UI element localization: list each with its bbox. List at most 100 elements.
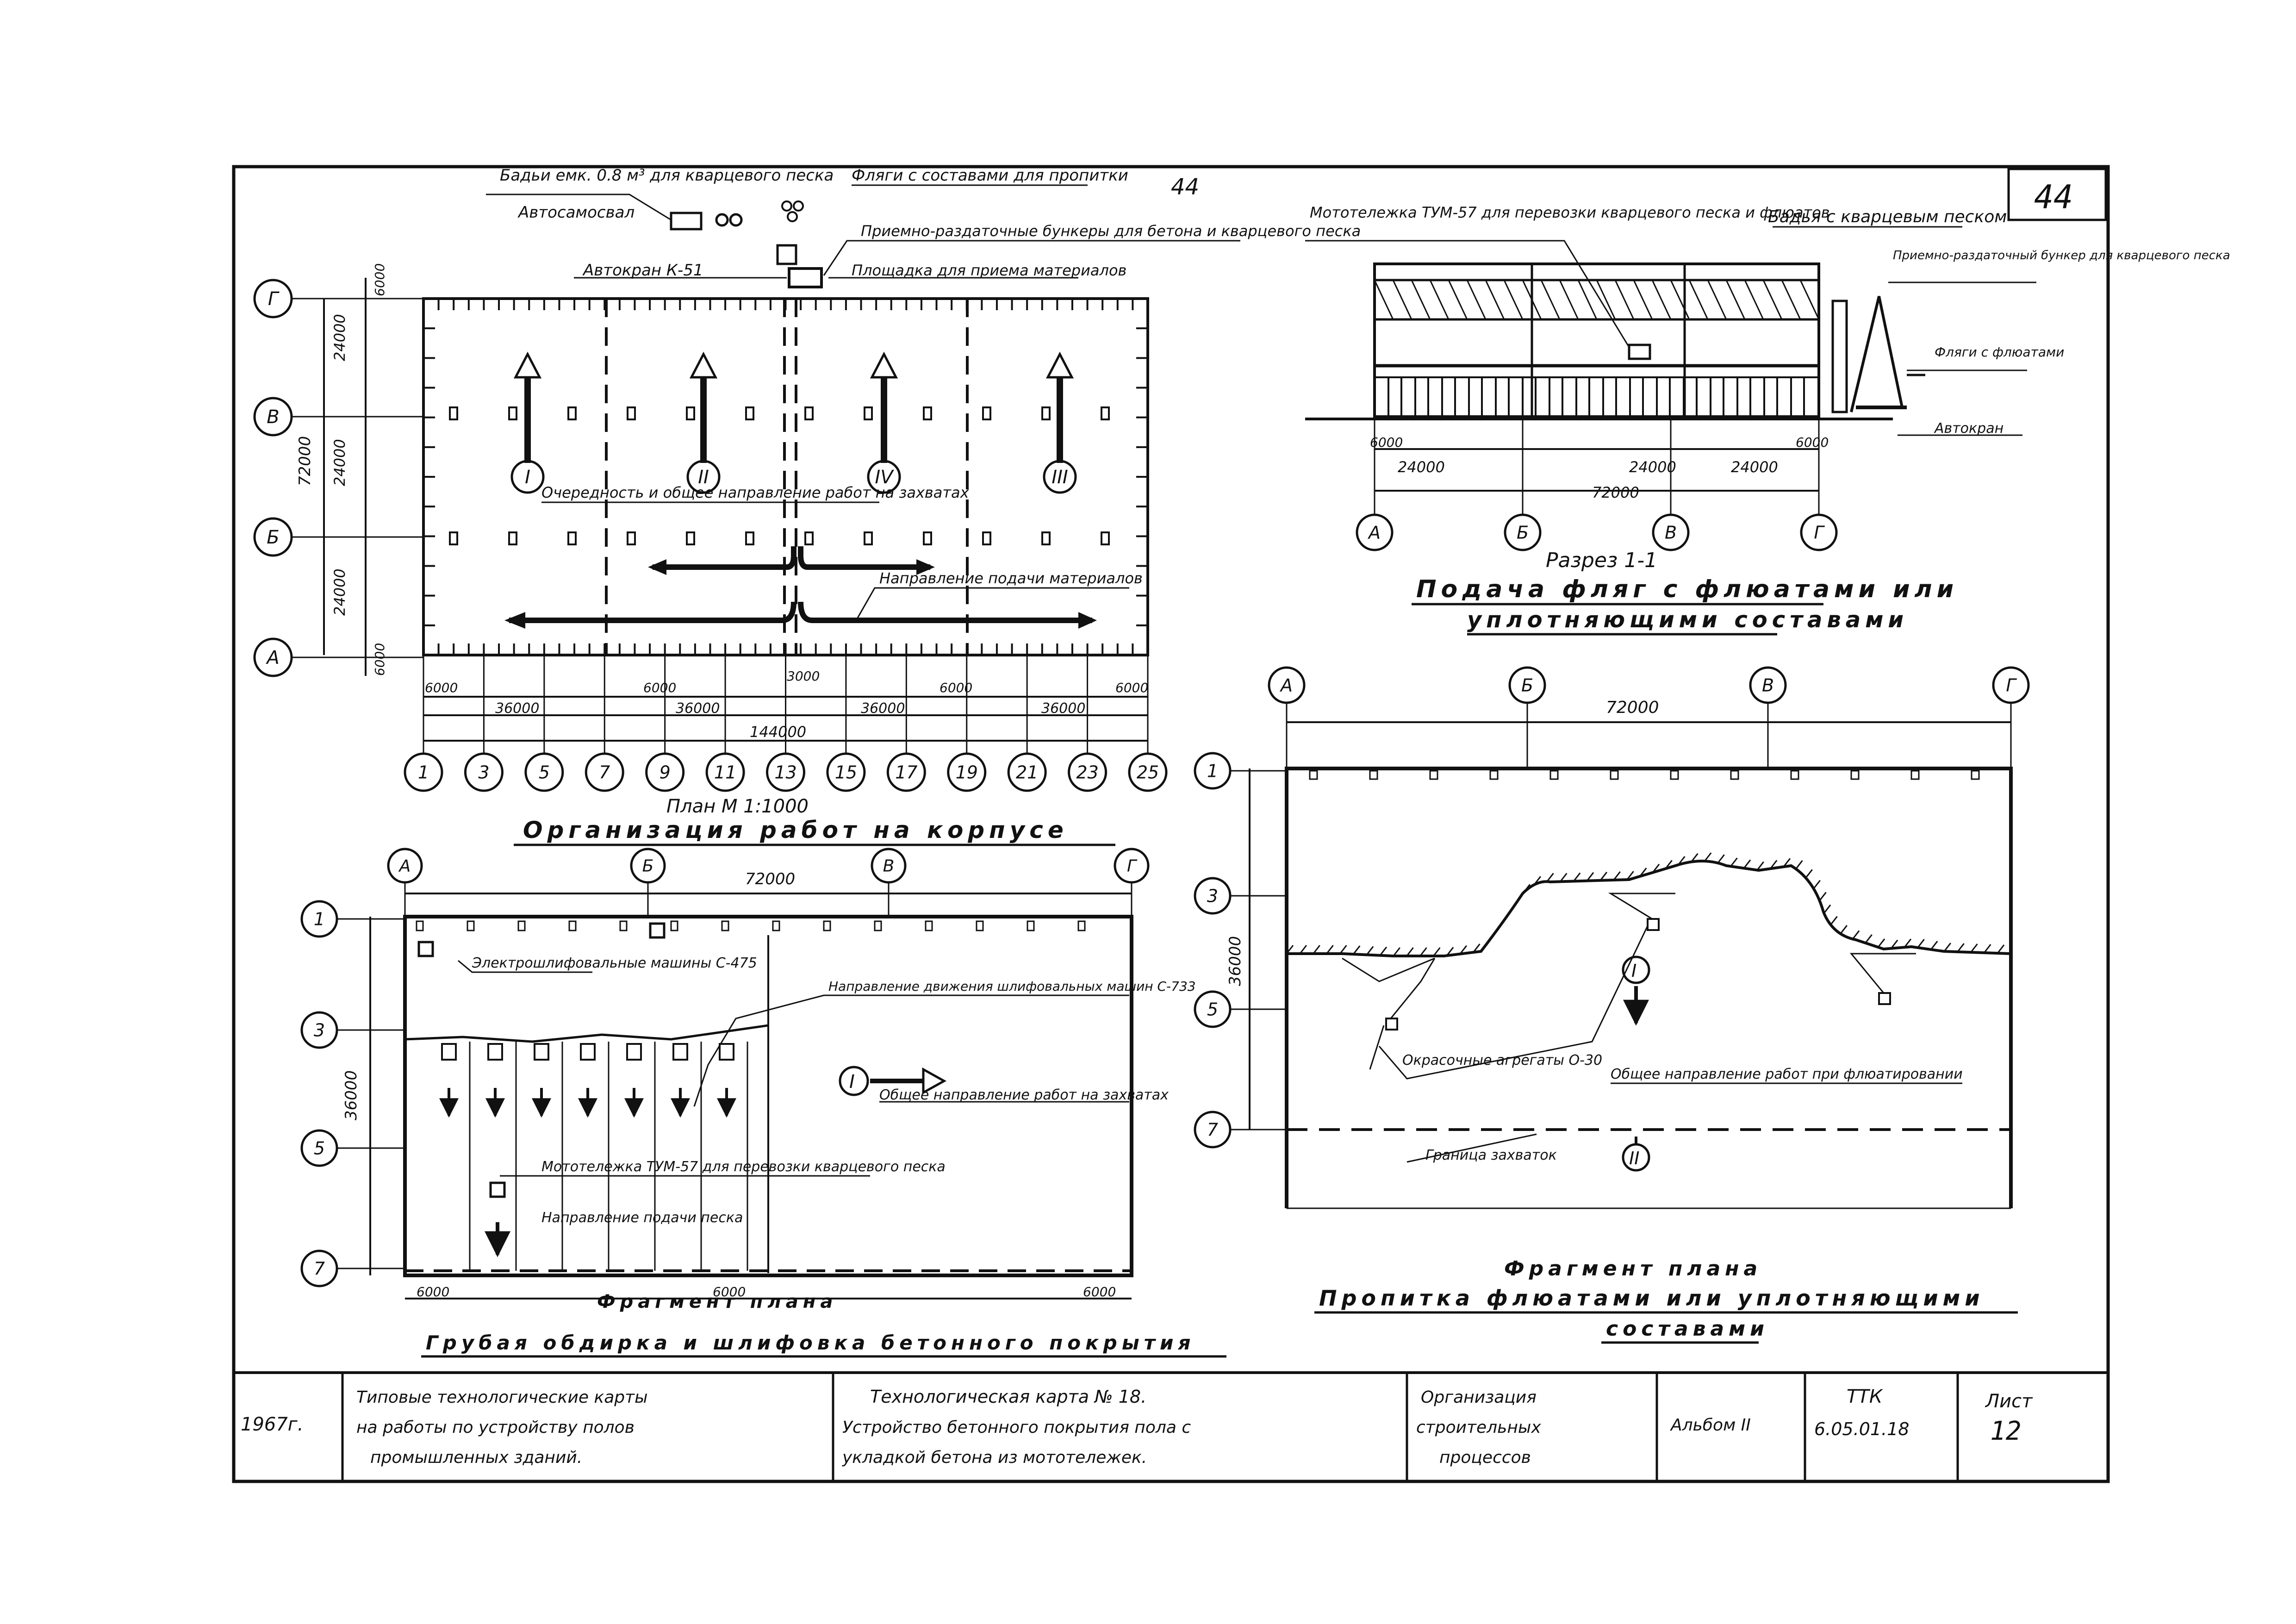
hose-line [1390,958,1436,1019]
plan-dim-bottom: 36000 [495,700,539,717]
column-axis-circle [1007,752,1047,792]
column-axis-label: 7 [599,762,610,782]
grinder-icon [719,1043,734,1061]
fragment-left-view: I Электрошлифовальные машины С-475 Напра… [300,848,1226,1358]
column-axis-circle [404,752,443,792]
zone-label: I [1631,961,1636,981]
plan-label-platform: Площадка для приема материалов [852,262,1126,279]
hatch-mark [1704,852,1712,862]
fragment-right-label-sprayers: Окрасочные агрегаты О-30 [1402,1052,1602,1068]
section-label-trolley: Мототележка ТУМ-57 для перевозки кварцев… [1310,204,1830,221]
column-axis-circle [947,752,987,792]
column-mark [923,531,932,545]
column-mark [864,406,873,420]
section-axis-circle [1504,513,1542,551]
title-block-sheet-number: 12 [1990,1416,2021,1446]
fragment-left-row-axis-circle [300,1129,338,1167]
fragment-left-dim-top: 72000 [745,870,795,888]
flask-icon [793,200,804,212]
leader-line [1378,925,1649,1080]
column-axis-label: 15 [835,762,857,782]
truss-diagonal [1707,280,1727,320]
hatch-mark [1560,873,1568,882]
section-label-bucket: Бадья с кварцевым песком [1768,207,2007,226]
truss-diagonal [1429,280,1450,320]
pier [1388,376,1402,418]
truss-diagonal [1503,280,1524,320]
hatch-mark [1997,944,2005,954]
section-outline [1373,262,1820,418]
zone-marker-label: II [698,467,709,488]
leader-line [855,587,1129,621]
hatch-mark [1366,946,1374,956]
crane-icon [776,244,797,265]
truss-diagonal [1374,280,1394,320]
column-mark [864,531,873,545]
section-axis-circle [1800,513,1838,551]
title-block-code: ТТК [1847,1386,1883,1407]
hatch-mark [1795,860,1803,869]
hose-line [1342,957,1435,982]
trolley-icon [489,1181,506,1198]
grinder-icon [534,1043,549,1061]
fragment-right-label-general: Общее направление работ при флюатировани… [1611,1066,1963,1082]
hatch-mark [1515,894,1523,904]
sheet-corner-box [2007,168,2107,221]
row-axis-circle [253,279,293,319]
title-block-year: 1967г. [241,1414,304,1435]
hatch-mark [1473,943,1481,953]
section-label-hopper: Приемно-раздаточный бункер для кварцевог… [1893,249,2230,262]
column-mark [686,406,695,420]
truss-diagonal [1448,280,1468,320]
grinder-icon [672,1043,688,1061]
column-mark [1101,531,1110,545]
column-axis-label: 9 [660,762,671,782]
fragment-left-row-axis-label: 5 [314,1138,325,1158]
row-axis-label: В [267,406,279,428]
fragment-right-row-axis-circle [1194,990,1232,1028]
zone-marker-circle [1043,460,1077,494]
hose-line [1849,953,1916,993]
fragment-left-row-axis-circle [300,900,338,938]
plan-title: Организация работ на корпусе [523,817,1068,843]
column-axis-label: 23 [1076,762,1098,782]
row-axis-circle [253,517,293,557]
row-axis-label: А [265,647,279,668]
fragment-right-column-axis-circle [1508,666,1546,704]
arrowhead [648,559,666,575]
plan-dim-left: 24000 [331,568,348,616]
work-front-line [404,1024,769,1043]
fragment-right-column-axis-label: В [1762,675,1774,695]
fragment-left-label-trolley: Мототележка ТУМ-57 для перевозки кварцев… [541,1159,946,1175]
title-block-section: процессов [1439,1448,1531,1467]
grinder-strips [416,920,1086,1271]
section-dim: 24000 [1731,458,1778,476]
hatch-mark [1830,916,1838,925]
pier [1414,376,1429,418]
plan-dim-bottom: 36000 [861,700,905,717]
column-axis-label: 13 [774,762,796,782]
plan-dim-bottom-total: 144000 [750,723,806,741]
column-axis-label: 17 [895,762,917,782]
truss-diagonal [1540,280,1561,320]
truss-diagonal [1744,280,1764,320]
section-axis-circle [1652,513,1690,551]
title-block-series: Типовые технологические карты [356,1388,648,1407]
truss-diagonal [1614,280,1635,320]
sheet-corner-number: 44 [2034,178,2073,216]
title-block: 1967г. Типовые технологические карты на … [241,1373,2033,1481]
column-mark [823,920,831,931]
column-mark [1549,770,1559,780]
grinder-icon [417,941,434,957]
column-mark [1429,770,1438,780]
column-mark [1730,770,1739,780]
fragment-left-label-grinders: Электрошлифовальные машины С-475 [472,955,757,971]
hatch-mark [1599,871,1608,881]
pier [1522,376,1537,418]
zone-marker-label: I [525,467,530,488]
plan-dim-bottom: 3000 [787,668,820,684]
hopper-icon [788,267,823,288]
fragment-left-caption: Фрагмент плана [597,1291,837,1312]
plan-dim-left: 24000 [331,314,348,361]
